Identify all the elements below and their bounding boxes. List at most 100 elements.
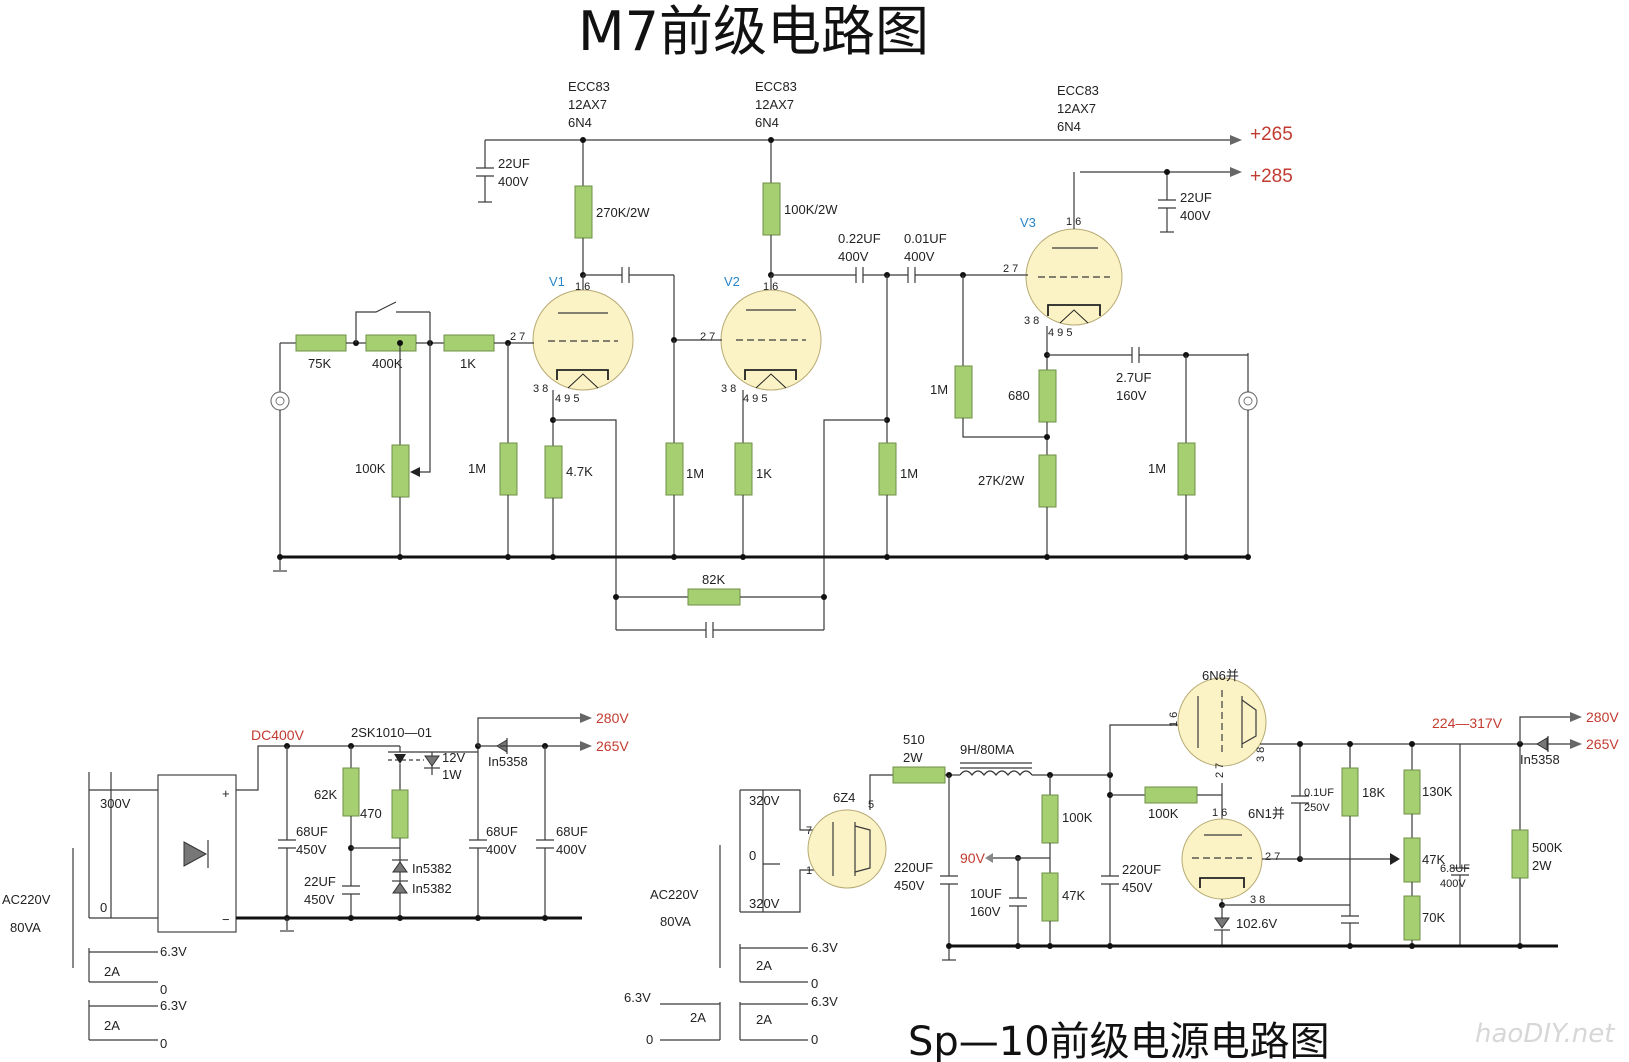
psu-r-r500k-value: 500K xyxy=(1532,840,1563,855)
psu-r-c68-voltage: 400V xyxy=(1440,878,1466,890)
psu-r-c220a-voltage: 450V xyxy=(894,878,925,893)
psu-r-v224: 224—317V xyxy=(1432,715,1503,731)
psu-l-d5358: In5358 xyxy=(488,754,528,769)
v1-type-2: 12AX7 xyxy=(568,97,607,112)
psu-l-z5382a: In5382 xyxy=(412,861,452,876)
r-1m-e-label: 1M xyxy=(1148,461,1166,476)
r-100k-plate xyxy=(762,182,781,236)
psu-r-r47ka-label: 47K xyxy=(1062,888,1085,903)
r-82k xyxy=(687,588,741,606)
psu-r-h0b: 0 xyxy=(811,1032,818,1047)
rail-arrow-265 xyxy=(1230,135,1242,145)
v2-type-2: 12AX7 xyxy=(755,97,794,112)
r-1m-e xyxy=(1177,442,1196,496)
psu-title: Sp—10前级电源电路图 xyxy=(908,1019,1330,1062)
psu-r-h63b: 6.3V xyxy=(811,994,838,1009)
psu-r-ac: AC220V xyxy=(650,887,699,902)
preamp-circuit: +265 +285 22UF 400V 22UF 400V ECC83 12AX… xyxy=(270,79,1293,638)
c-out-value: 2.7UF xyxy=(1116,370,1151,385)
c-supply1-value: 22UF xyxy=(498,156,530,171)
psu-l-c68c-voltage: 400V xyxy=(556,842,587,857)
psu-r-h63a: 6.3V xyxy=(811,940,838,955)
psu-r-r18k-label: 18K xyxy=(1362,785,1385,800)
psu-r-v280: 280V xyxy=(1586,709,1619,725)
v3-pins-heater: 4 9 5 xyxy=(1048,327,1072,339)
psu-l-h1z: 0 xyxy=(160,982,167,997)
v1-pins-heater: 4 9 5 xyxy=(555,393,579,405)
r-1m-v2-grid xyxy=(665,442,684,496)
r-82k-label: 82K xyxy=(702,572,725,587)
psu-r-v265: 265V xyxy=(1586,736,1619,752)
v2-type-3: 6N4 xyxy=(755,115,779,130)
psu-r-h0l: 0 xyxy=(646,1032,653,1047)
c-coup-b-voltage: 400V xyxy=(904,249,935,264)
psu-r-p7: 7 xyxy=(806,825,812,837)
c-coup-b-value: 0.01UF xyxy=(904,231,947,246)
r-270k-label: 270K/2W xyxy=(596,205,650,220)
psu-l-v280: 280V xyxy=(596,710,629,726)
r-1m-a-label: 1M xyxy=(468,461,486,476)
r-680-label: 680 xyxy=(1008,388,1030,403)
psu-r-p16: 1 6 xyxy=(1168,712,1180,727)
psu-r-d5358: In5358 xyxy=(1520,752,1560,767)
psu-r-p5: 5 xyxy=(868,799,874,811)
psu-r-rect: 6Z4 xyxy=(833,790,855,805)
r-100k-plate-label: 100K/2W xyxy=(784,202,838,217)
tube-6z4 xyxy=(807,809,887,889)
psu-r-c01-value: 0.1UF xyxy=(1304,787,1334,799)
psu-l-z5382b: In5382 xyxy=(412,881,452,896)
psu-r-r100ka-label: 100K xyxy=(1062,810,1093,825)
psu-left-circuit: AC220V 80VA 300V 0 6.3V 2A 0 6.3V 2A 0 +… xyxy=(2,710,629,1051)
psu-l-r62k xyxy=(342,767,360,817)
rail-arrow-285 xyxy=(1230,167,1242,177)
psu-r-r510-power: 2W xyxy=(903,750,923,765)
r-1m-c-label: 1M xyxy=(900,466,918,481)
pot-100k-label: 100K xyxy=(355,461,386,476)
psu-l-r62k-label: 62K xyxy=(314,787,337,802)
v3-type-2: 12AX7 xyxy=(1057,101,1096,116)
r-75k xyxy=(295,334,347,352)
psu-l-r470 xyxy=(391,789,409,839)
psu-r-r510 xyxy=(892,766,946,784)
psu-l-sec300: 300V xyxy=(100,796,131,811)
rail-285-label: +285 xyxy=(1250,166,1293,187)
psu-r-r100kb-label: 100K xyxy=(1148,806,1179,821)
psu-l-z12: 12V xyxy=(442,750,465,765)
r-1k-v2-cathode xyxy=(734,442,753,496)
r-1k-v2-label: 1K xyxy=(756,466,772,481)
r-1m-b-label: 1M xyxy=(686,466,704,481)
r-27k xyxy=(1038,454,1057,508)
r-75k-label: 75K xyxy=(308,356,331,371)
psu-l-h2z: 0 xyxy=(160,1036,167,1051)
psu-r-p27b: 2 7 xyxy=(1265,851,1280,863)
psu-l-minus: − xyxy=(222,912,230,927)
r-400k-label: 400K xyxy=(372,356,403,371)
v3-label: V3 xyxy=(1020,215,1036,230)
psu-r-r500k-power: 2W xyxy=(1532,858,1552,873)
tube-6n1 xyxy=(1181,818,1263,900)
psu-r-h0a: 0 xyxy=(811,976,818,991)
psu-r-c220b-value: 220UF xyxy=(1122,862,1161,877)
psu-l-c68a-value: 68UF xyxy=(296,824,328,839)
psu-r-p1: 1 xyxy=(806,865,812,877)
v1-type-1: ECC83 xyxy=(568,79,610,94)
tube-v2 xyxy=(720,289,822,391)
r-270k xyxy=(574,185,593,239)
psu-r-c10-value: 10UF xyxy=(970,886,1002,901)
rail-265-label: +265 xyxy=(1250,124,1293,145)
psu-r-c01-voltage: 250V xyxy=(1304,802,1330,814)
psu-r-r47kb xyxy=(1403,837,1421,883)
psu-r-r18k xyxy=(1341,767,1359,817)
psu-l-dc400: DC400V xyxy=(251,727,305,743)
psu-r-choke: 9H/80MA xyxy=(960,742,1015,757)
psu-r-c220b-voltage: 450V xyxy=(1122,880,1153,895)
psu-l-plus: + xyxy=(222,786,230,801)
r-1k-input xyxy=(443,334,495,352)
psu-l-h2: 6.3V xyxy=(160,998,187,1013)
c-supply2-voltage: 400V xyxy=(1180,208,1211,223)
v2-pins-cath: 3 8 xyxy=(721,383,736,395)
psu-r-r510-value: 510 xyxy=(903,732,925,747)
psu-r-sec320a: 320V xyxy=(749,793,780,808)
psu-r-c220a-value: 220UF xyxy=(894,860,933,875)
main-title: M7前级电路图 xyxy=(578,0,929,63)
